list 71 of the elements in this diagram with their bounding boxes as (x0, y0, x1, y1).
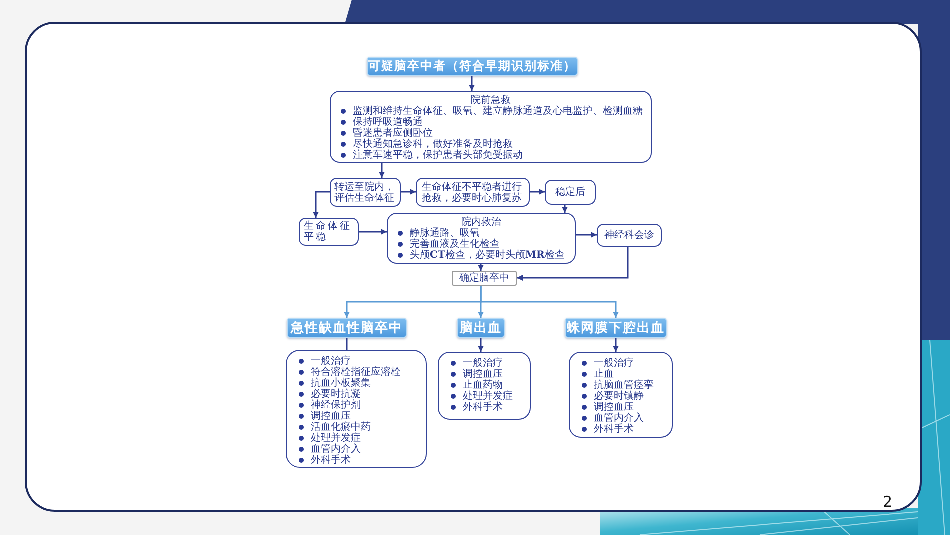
list-item: 一般治疗 (463, 358, 503, 369)
list-item: 一般治疗 (311, 356, 351, 367)
step-text: 生命体征不平稳者进行抢救，必要时心肺复苏 (422, 182, 523, 204)
flow-arrow (576, 232, 597, 238)
list-box (330, 91, 652, 163)
list-item: 血管内介入 (594, 413, 644, 424)
list-item: 静脉通路、吸氧 (410, 228, 480, 239)
list-item: 血管内介入 (311, 444, 361, 455)
list-item: 外科手术 (594, 424, 634, 435)
title-banner (367, 57, 578, 76)
list-item: 符合溶栓指征应溶栓 (311, 367, 401, 378)
step-text: 神经科会诊 (604, 230, 654, 241)
list-item: 必要时抗凝 (311, 389, 361, 400)
process-box (416, 178, 530, 207)
list-item: 止血药物 (463, 380, 503, 391)
flow-arrow (480, 286, 619, 318)
list-item: 保持呼吸道畅通 (353, 117, 423, 128)
banner-text: 急性缺血性脑卒中 (291, 322, 403, 334)
list-heading: 院前急救 (470, 95, 512, 106)
list-item: 一般治疗 (594, 358, 634, 369)
banner-text: 蛛网膜下腔出血 (567, 322, 665, 334)
list-item: 神经保护剂 (311, 400, 361, 411)
process-box (330, 178, 401, 207)
list-item: 外科手术 (463, 402, 503, 413)
flow-arrow (517, 247, 629, 281)
step-text: 生命体征平稳 (304, 221, 353, 243)
category-banner (457, 318, 505, 338)
flow-arrow (530, 189, 545, 195)
page-number: 2 (883, 493, 893, 511)
flow-arrow (478, 338, 484, 352)
flow-arrow (359, 229, 387, 235)
list-item: 处理并发症 (311, 433, 361, 444)
list-item: 监测和维持生命体征、吸氧、建立静脉通道及心电监护、检测血糖 (353, 106, 643, 117)
flow-arrow (401, 189, 416, 195)
list-box (387, 213, 576, 264)
list-item: 调控血压 (311, 411, 351, 422)
list-item: 抗血小板聚集 (311, 378, 371, 389)
list-item: 活血化瘀中药 (311, 422, 371, 433)
list-box (438, 352, 531, 420)
process-box (597, 224, 662, 247)
process-box (545, 180, 596, 205)
list-item: 抗脑血管痉挛 (594, 380, 654, 391)
flow-arrow (613, 338, 619, 352)
step-text: 确定脑卒中 (460, 273, 510, 284)
category-banner (287, 318, 407, 338)
list-item: 外科手术 (311, 455, 351, 466)
connector-line (346, 338, 348, 350)
flow-arrow (379, 163, 385, 178)
step-text: 转运至院内，评估生命体征 (334, 182, 396, 204)
banner-text: 脑出血 (460, 322, 502, 334)
list-item: 尽快通知急诊科，做好准备及时抢救 (353, 139, 513, 150)
step-text: 稳定后 (556, 187, 586, 198)
list-item: 止血 (594, 369, 614, 380)
list-item: 调控血压 (463, 369, 503, 380)
process-box (452, 271, 517, 286)
list-item: 头颅CT检查，必要时头颅MR检查 (410, 250, 565, 261)
list-item: 必要时镇静 (594, 391, 644, 402)
flow-arrow (562, 205, 568, 213)
list-box (286, 350, 427, 468)
banner-text: 可疑脑卒中者（符合早期识别标准） (368, 61, 576, 72)
list-heading: 院内救治 (460, 217, 502, 228)
process-box (299, 218, 359, 246)
list-item: 调控血压 (594, 402, 634, 413)
category-banner (565, 318, 667, 338)
flow-arrow (313, 191, 330, 218)
list-item: 完善血液及生化检查 (410, 239, 500, 250)
list-item: 注意车速平稳，保护患者头部免受振动 (353, 150, 523, 161)
list-item: 处理并发症 (463, 391, 513, 402)
list-box (569, 352, 673, 438)
list-item: 昏迷患者应侧卧位 (353, 128, 433, 139)
flow-arrow (478, 264, 484, 271)
